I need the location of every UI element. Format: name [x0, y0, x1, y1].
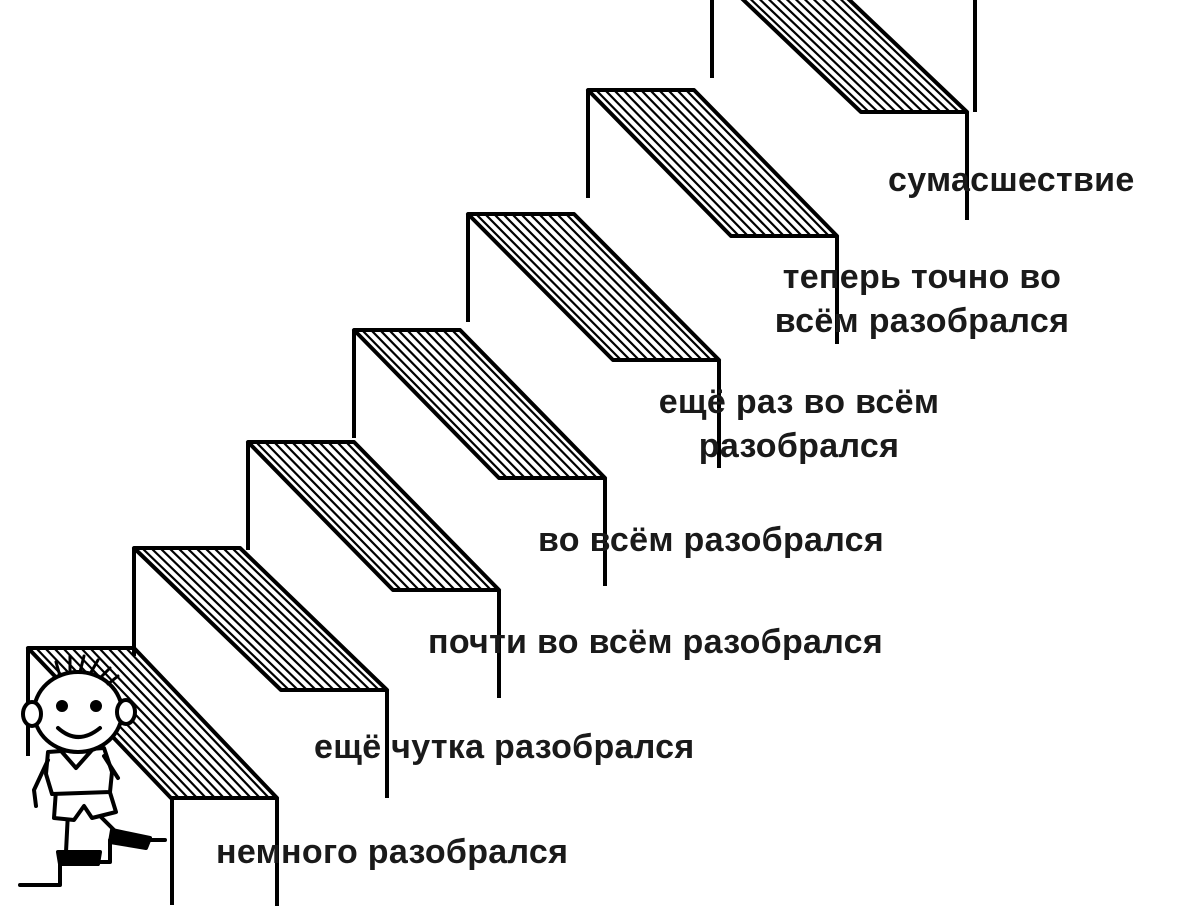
boy-shirt: [44, 746, 114, 796]
boy-ear-right: [115, 698, 137, 726]
staircase-steps: [26, 0, 977, 906]
boy-figure: [18, 654, 167, 887]
boy-eye-left: [56, 700, 68, 712]
step-label-3-line-1: почти во всём разобрался: [428, 623, 884, 661]
stair-tread: [743, 0, 967, 112]
stair-step: [586, 88, 839, 344]
step-label-1: немного разобрался: [216, 830, 568, 874]
boy-shoe-left: [56, 850, 102, 866]
step-label-5-line-1: ещё раз во всём: [658, 383, 940, 421]
boy-arm-left: [32, 758, 50, 808]
step-label-6-line-2: всём разобрался: [774, 302, 1070, 340]
boy-hair: [54, 654, 120, 686]
boy-shoe-right: [108, 828, 152, 850]
boy-smile: [56, 726, 102, 739]
step-label-6-line-1: теперь точно во: [782, 258, 1062, 296]
step-label-4-line-1: во всём разобрался: [538, 521, 885, 559]
boy-collar: [60, 748, 94, 770]
step-label-5-line-2: разобрался: [698, 427, 900, 465]
step-label-2: ещё чутка разобрался: [314, 725, 695, 769]
boy-ear-left: [21, 700, 43, 728]
step-label-1-line-1: немного разобрался: [216, 833, 569, 871]
step-label-4: во всём разобрался: [538, 518, 884, 562]
step-label-3: почти во всём разобрался: [428, 620, 883, 664]
stair-step: [246, 440, 501, 698]
stair-step: [132, 546, 389, 798]
step-label-5: ещё раз во всём разобрался: [634, 380, 964, 468]
step-label-6: теперь точно во всём разобрался: [752, 255, 1092, 343]
stair-step: [710, 0, 969, 220]
step-label-7: сумасшествие: [888, 158, 1135, 202]
step-label-2-line-1: ещё чутка разобрался: [314, 728, 695, 766]
boy-arm-right: [102, 754, 120, 780]
boy-eye-right: [90, 700, 102, 712]
step-label-7-line-1: сумасшествие: [888, 161, 1135, 199]
